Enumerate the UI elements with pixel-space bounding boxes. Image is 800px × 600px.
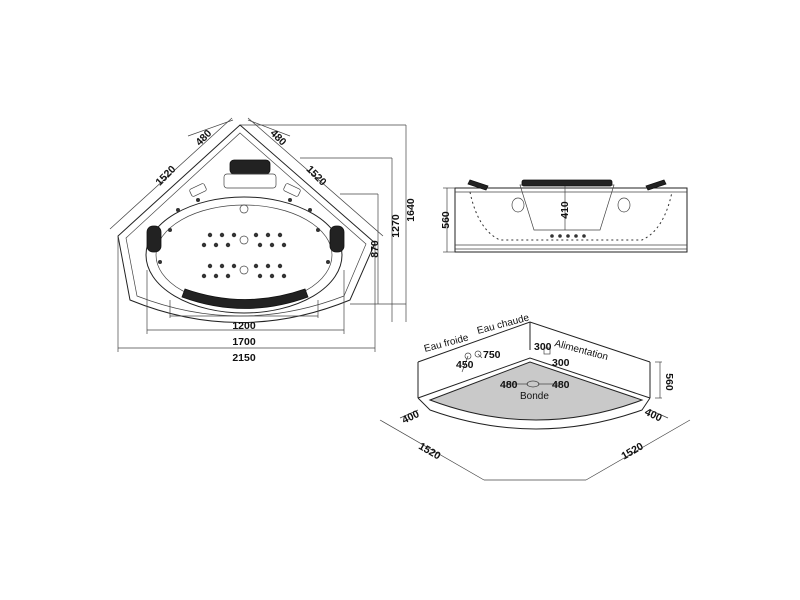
side-jets: [550, 234, 586, 238]
iso-view-bathtub: Eau froide Eau chaude Alimentation Bonde…: [379, 312, 691, 481]
hot-water-pipe: [474, 350, 482, 358]
label-hot-water: Eau chaude: [476, 312, 531, 337]
iso-dim-right-offset: 400: [643, 406, 664, 424]
control-panel: [229, 159, 271, 175]
iso-dim-right-edge: 1520: [619, 440, 645, 462]
dim-depth-870: 870: [369, 240, 381, 258]
dim-mid-width: 1700: [232, 336, 256, 348]
top-view-bathtub: 1200 1700 2150 870 1270 1640 1520 1520 4…: [109, 117, 417, 364]
iso-dim-left-edge: 1520: [416, 440, 442, 462]
cold-water-pipe: [464, 352, 472, 360]
iso-dim-left-offset: 400: [400, 408, 421, 426]
iso-dim-height: 560: [663, 373, 675, 391]
dim-depth-1270: 1270: [390, 214, 402, 238]
dim-overall-width: 2150: [232, 352, 256, 364]
iso-dim-power-y: 300: [552, 357, 570, 369]
iso-dim-hot-pos: 750: [483, 349, 501, 361]
front-armrest: [181, 288, 309, 309]
side-shell: [454, 187, 688, 253]
dim-top-left: 480: [193, 127, 214, 148]
jets-group: [158, 198, 330, 279]
side-headrest: [521, 179, 613, 187]
left-headrest: [146, 225, 162, 253]
power-outlet-icon: [543, 347, 551, 355]
side-view-bathtub: 560 410: [440, 179, 688, 253]
side-dim-inner-depth: 410: [559, 201, 571, 219]
dim-edge-right: 1520: [304, 163, 329, 188]
iso-dim-drain-left: 480: [500, 379, 518, 391]
dim-top-right: 480: [268, 127, 289, 148]
iso-dim-drain-right: 480: [552, 379, 570, 391]
dim-inner-width: 1200: [232, 320, 256, 332]
iso-floor-tray: [428, 361, 644, 421]
label-drain: Bonde: [520, 391, 549, 402]
iso-dim-cold-height: 450: [456, 359, 474, 371]
iso-dim-power-x: 300: [534, 341, 552, 353]
dim-depth-1640: 1640: [405, 198, 417, 222]
right-headrest: [329, 225, 345, 253]
side-dim-height: 560: [440, 211, 452, 229]
